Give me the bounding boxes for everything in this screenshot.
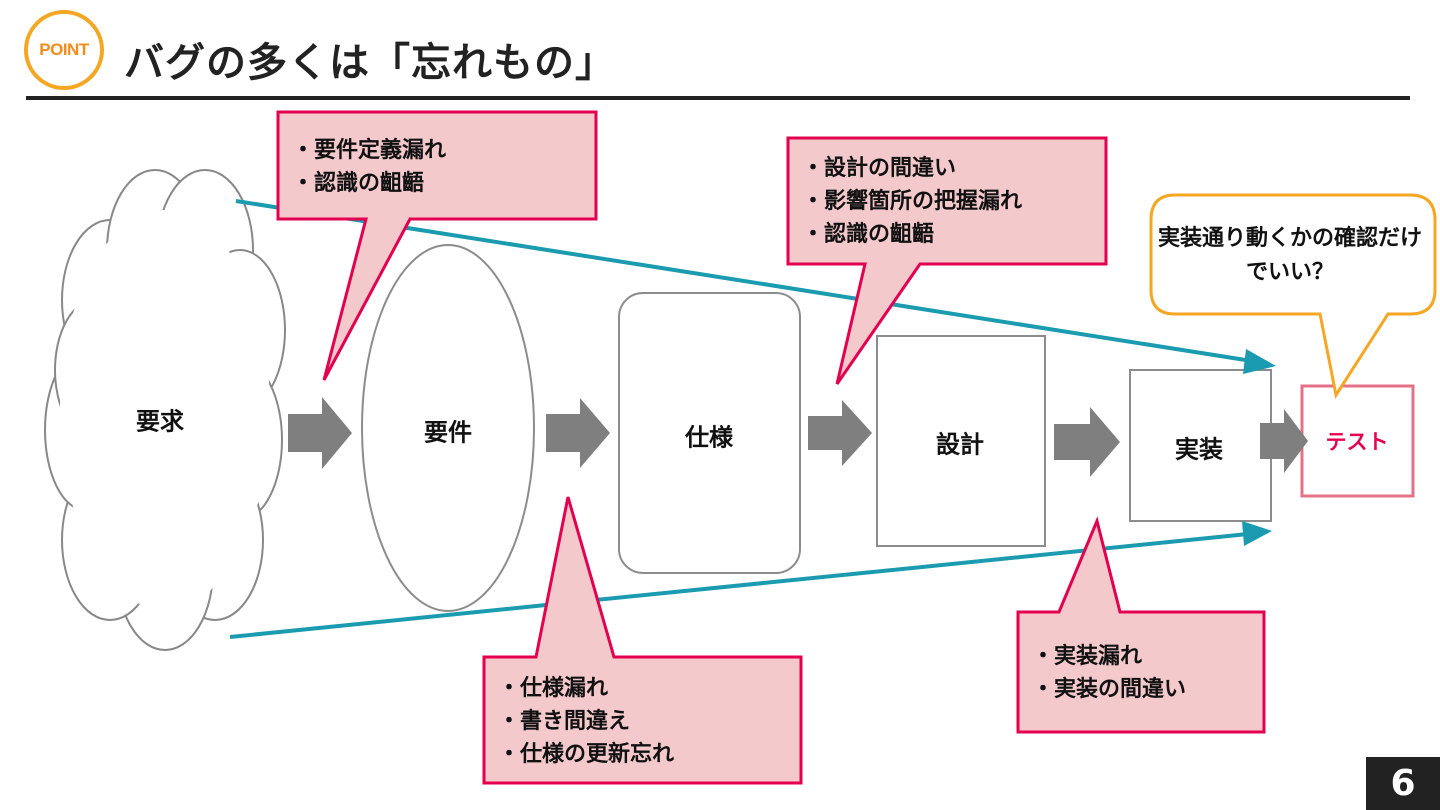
stage-label-youkyu: 要求 xyxy=(136,407,184,436)
requirements-cloud-core xyxy=(60,210,270,610)
callout-shiyou-text: ・仕様漏れ ・書き間違え ・仕様の更新忘れ xyxy=(498,672,674,771)
funnel-line-bottom xyxy=(229,532,1249,639)
callout-shiyou-item: ・仕様の更新忘れ xyxy=(498,742,675,767)
point-badge-text: POINT xyxy=(39,40,89,59)
callout-jissou-item: ・実装の間違い xyxy=(1032,677,1187,702)
youken-ellipse xyxy=(361,244,535,612)
title-underline xyxy=(26,96,1410,100)
funnel-arrowhead-bottom xyxy=(1242,521,1272,546)
callout-jissou-text: ・実装漏れ ・実装の間違い xyxy=(1032,640,1186,706)
flow-arrow-2 xyxy=(546,398,610,468)
callout-youken-item: ・認識の齟齬 xyxy=(292,171,425,196)
flow-arrow-1 xyxy=(288,397,352,469)
callout-sekkei-text: ・設計の間違い ・影響箇所の把握漏れ ・認識の齟齬 xyxy=(802,152,1022,251)
stage-label-shiyou: 仕様 xyxy=(685,423,733,452)
shiyou-rounded-rect xyxy=(618,292,801,574)
callout-sekkei-box xyxy=(786,136,1108,385)
flow-arrow-3 xyxy=(808,400,872,466)
callout-youken-box xyxy=(276,110,598,381)
callout-youken-text: ・要件定義漏れ ・認識の齟齬 xyxy=(292,134,446,200)
callout-shiyou-item: ・仕様漏れ xyxy=(498,676,609,701)
slide-title: バグの多くは「忘れもの」 xyxy=(124,40,616,86)
callout-jissou-item: ・実装漏れ xyxy=(1032,644,1143,669)
stage-label-youken: 要件 xyxy=(424,418,472,447)
funnel-arrowhead-top xyxy=(1243,349,1276,374)
jissou-rect xyxy=(1129,369,1272,522)
callout-shiyou-item: ・書き間違え xyxy=(498,709,631,734)
callout-jissou-box xyxy=(1016,516,1266,734)
stage-label-test: テスト xyxy=(1325,430,1389,454)
callout-youken-item: ・要件定義漏れ xyxy=(292,138,447,163)
stage-label-sekkei: 設計 xyxy=(936,430,984,459)
question-bubble-text: 実装通り動くかの確認だけでいい？ xyxy=(1158,226,1423,285)
sekkei-rect xyxy=(876,335,1046,547)
flow-arrow-5 xyxy=(1260,409,1308,473)
callout-sekkei-item: ・設計の間違い xyxy=(802,156,957,181)
callout-sekkei-item: ・影響箇所の把握漏れ xyxy=(802,189,1023,214)
callout-shiyou-box xyxy=(482,496,803,785)
page-number: 6 xyxy=(1366,757,1440,810)
callout-sekkei-item: ・認識の齟齬 xyxy=(802,222,935,247)
point-badge: POINT xyxy=(24,10,104,90)
flow-arrow-4 xyxy=(1054,407,1120,477)
question-bubble xyxy=(1149,193,1437,399)
stage-label-jissou: 実装 xyxy=(1175,435,1223,464)
